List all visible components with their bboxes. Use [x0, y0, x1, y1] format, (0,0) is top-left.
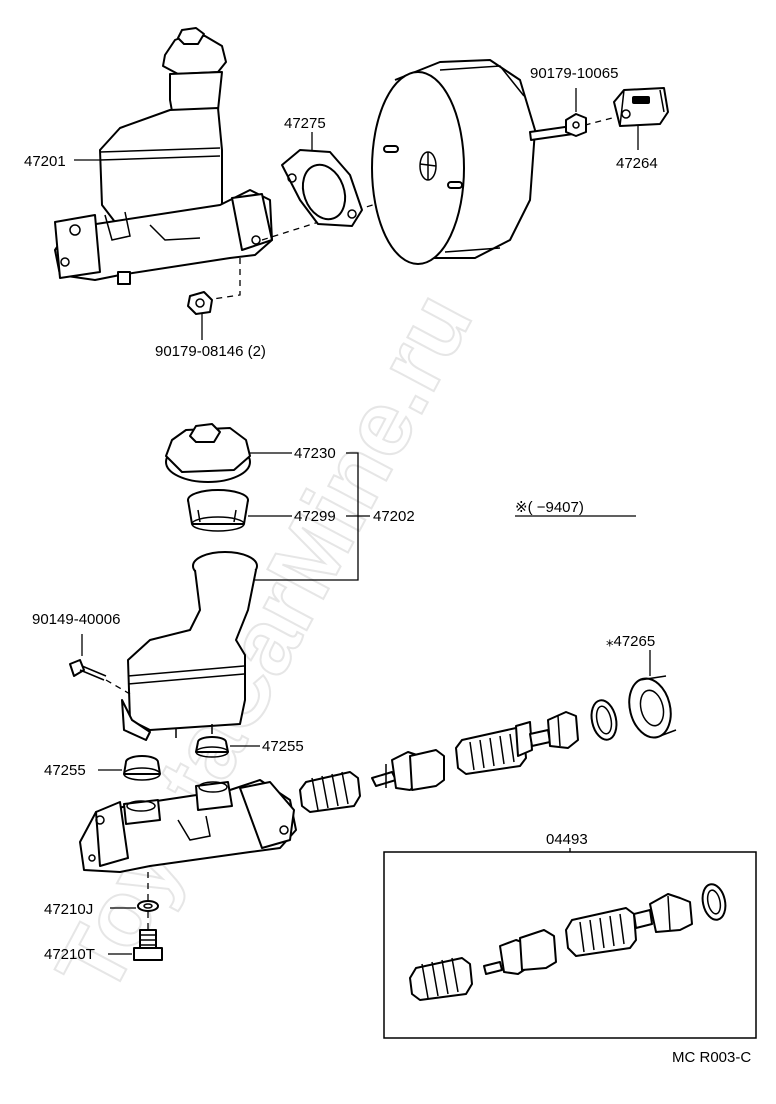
piston-spring-icon	[565, 907, 637, 957]
label-union-bolt: 47210T	[44, 946, 95, 963]
diagram-code: MC R003-C	[672, 1049, 751, 1066]
label-clevis: 47264	[616, 155, 658, 172]
reservoir-cap-icon	[165, 423, 251, 483]
label-cap: 47230	[294, 445, 336, 462]
label-nut-bottom: 90179-08146 (2)	[155, 343, 266, 360]
union-gasket-icon	[137, 900, 159, 912]
label-grommet-left: 47255	[44, 762, 86, 779]
snap-ring-icon	[590, 699, 618, 741]
piston-spring-icon	[455, 727, 527, 775]
master-cylinder-body-icon	[79, 779, 297, 873]
seal-boot-icon	[628, 675, 677, 739]
grommet-icon	[123, 755, 161, 781]
label-grommet-right: 47255	[262, 738, 304, 755]
strainer-icon	[187, 489, 249, 532]
pin-nut-icon	[565, 113, 587, 137]
label-piston-kit: 04493	[546, 831, 588, 848]
clevis-icon	[613, 87, 669, 127]
union-bolt-icon	[133, 929, 163, 961]
gasket-icon	[281, 149, 363, 227]
piston-icon	[483, 929, 557, 975]
nut-icon	[187, 291, 213, 315]
piston-icon	[371, 749, 445, 791]
label-gasket-flange: 47275	[284, 115, 326, 132]
spring-icon	[409, 957, 473, 1001]
label-reservoir-assy: 47201	[24, 153, 66, 170]
snap-ring-icon	[701, 883, 727, 921]
watermark-text: ToyotaCarMine.ru	[38, 277, 492, 1009]
label-seal-boot: ⁎47265	[606, 633, 655, 650]
label-reservoir-sub-assy: 47202	[373, 508, 415, 525]
spring-icon	[299, 771, 361, 813]
reservoir-body-icon	[121, 551, 258, 741]
piston-icon	[633, 893, 693, 933]
master-cylinder-assembly-icon	[54, 27, 273, 285]
brake-booster-icon	[371, 59, 574, 265]
piston-kit-box	[383, 851, 757, 1039]
label-screw: 90149-40006	[32, 611, 120, 628]
label-union-gasket: 47210J	[44, 901, 93, 918]
piston-icon	[515, 711, 579, 757]
screw-icon	[69, 659, 107, 681]
label-pin-nut: 90179-10065	[530, 65, 618, 82]
piston-kit-icon	[409, 883, 727, 1001]
date-range-note: ※( −9407)	[515, 499, 584, 516]
grommet-icon	[195, 736, 229, 758]
label-strainer: 47299	[294, 508, 336, 525]
